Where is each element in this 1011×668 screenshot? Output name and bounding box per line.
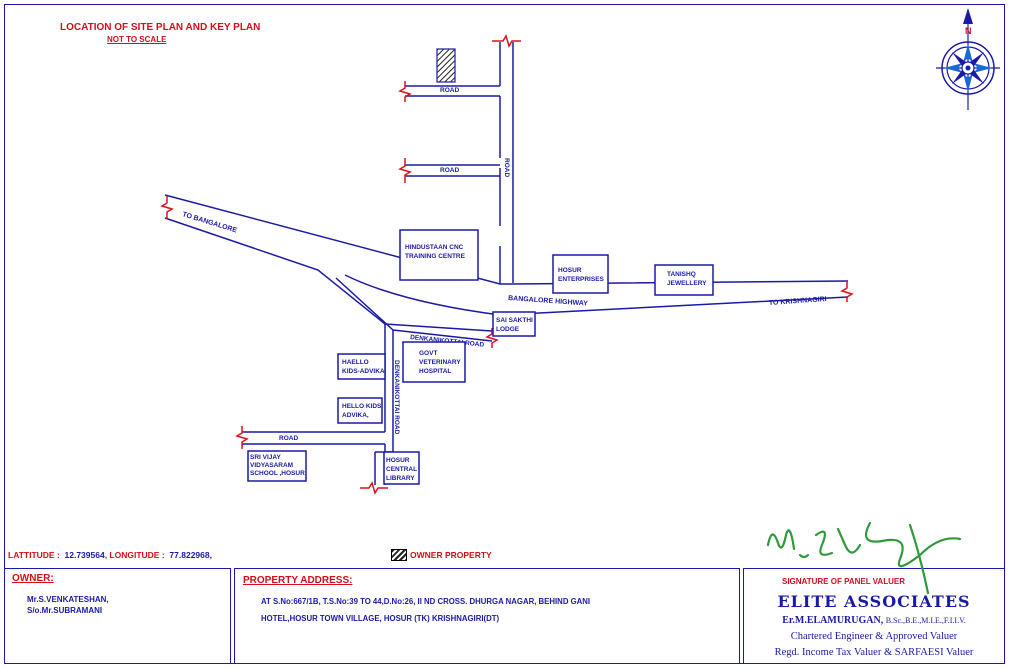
hatch-swatch xyxy=(391,549,407,561)
svg-text:N: N xyxy=(965,26,972,36)
address-line-1: AT S.No:667/1B, T.S.No:39 TO 44,D.No:26,… xyxy=(261,597,591,606)
company-name: ELITE ASSOCIATES xyxy=(777,592,971,611)
break-mark xyxy=(485,328,499,348)
to-krishnagiri-label: TO KRISHNAGIRI xyxy=(769,296,827,307)
owner-panel: OWNER: Mr.S.VENKATESHAN, S/o.Mr.SUBRAMAN… xyxy=(4,568,231,664)
svg-text:HINDUSTAAN CNC: HINDUSTAAN CNC xyxy=(405,244,464,251)
break-mark xyxy=(492,34,521,48)
svg-text:SRI VIJAY: SRI VIJAY xyxy=(250,454,281,461)
valuer-line-2: Regd. Income Tax Valuer & SARFAESI Value… xyxy=(774,647,974,658)
owner-relation: S/o.Mr.SUBRAMANI xyxy=(27,606,103,615)
plan-title: LOCATION OF SITE PLAN AND KEY PLAN xyxy=(60,22,261,33)
legend-label: OWNER PROPERTY xyxy=(410,550,492,560)
north-compass-icon: N xyxy=(936,8,1000,110)
svg-text:HELLO KIDS: HELLO KIDS xyxy=(342,403,382,410)
building-hindustaan-cnc: HINDUSTAAN CNC TRAINING CENTRE xyxy=(399,229,479,281)
building-hosur-central-library: HOSUR CENTRAL LIBRARY xyxy=(383,451,420,485)
building-hosur-enterprises: HOSUR ENTERPRISES xyxy=(552,254,609,294)
bangalore-highway xyxy=(164,194,849,331)
svg-text:KIDS-ADVIKA: KIDS-ADVIKA xyxy=(342,368,385,375)
break-mark xyxy=(398,158,412,183)
svg-text:TANISHQ: TANISHQ xyxy=(667,271,696,278)
break-mark xyxy=(840,281,854,302)
coordinates: LATTITUDE : 12.739564, LONGITUDE : 77.82… xyxy=(8,550,212,560)
svg-text:SCHOOL ,HOSUR: SCHOOL ,HOSUR xyxy=(250,470,305,477)
valuer-panel: SIGNATURE OF PANEL VALUER ELITE ASSOCIAT… xyxy=(743,568,1005,664)
svg-text:VETERINARY: VETERINARY xyxy=(419,359,461,366)
site-plan-map: ROAD ROAD ROAD TO BANGALORE BANGALORE HI… xyxy=(160,8,1000,495)
side-road-middle xyxy=(405,164,500,177)
address-label: PROPERTY ADDRESS: xyxy=(243,575,353,586)
road-label-vertical: ROAD xyxy=(503,158,510,177)
svg-text:LODGE: LODGE xyxy=(496,326,520,333)
owner-property-plot xyxy=(436,48,456,83)
svg-text:JEWELLERY: JEWELLERY xyxy=(667,280,707,287)
owner-property-legend: OWNER PROPERTY xyxy=(391,549,492,561)
svg-text:LIBRARY: LIBRARY xyxy=(386,475,415,482)
denkanikottai-road xyxy=(384,323,493,342)
svg-text:ENTERPRISES: ENTERPRISES xyxy=(558,276,605,283)
svg-text:TRAINING CENTRE: TRAINING CENTRE xyxy=(405,253,466,260)
svg-text:SAI SAKTHI: SAI SAKTHI xyxy=(496,317,533,324)
road-label-upper: ROAD xyxy=(440,87,459,94)
break-mark xyxy=(360,481,388,495)
break-mark xyxy=(398,81,412,102)
valuer-name: Er.M.ELAMURUGAN, B.Sc.,B.E.,M.I.E.,F.I.I… xyxy=(782,615,966,626)
owner-label: OWNER: xyxy=(12,573,54,584)
svg-text:CENTRAL: CENTRAL xyxy=(386,466,417,473)
svg-text:HOSPITAL: HOSPITAL xyxy=(419,368,451,375)
valuer-line-1: Chartered Engineer & Approved Valuer xyxy=(790,631,958,642)
svg-text:ADVIKA,: ADVIKA, xyxy=(342,412,369,419)
building-govt-veterinary-hospital: GOVT VETERINARY HOSPITAL xyxy=(402,341,466,383)
property-address-panel: PROPERTY ADDRESS: AT S.No:667/1B, T.S.No… xyxy=(234,568,740,664)
svg-text:HAELLO: HAELLO xyxy=(342,359,369,366)
building-sai-sakthi-lodge: SAI SAKTHI LODGE xyxy=(492,311,536,337)
plan-subtitle: NOT TO SCALE xyxy=(107,35,167,44)
break-mark xyxy=(235,426,249,449)
building-haello-kids: HAELLO KIDS-ADVIKA xyxy=(337,353,386,380)
svg-text:HOSUR: HOSUR xyxy=(558,267,582,274)
denkanikottai-road-v-label: DENKANIKOTTAI ROAD xyxy=(393,360,400,435)
owner-name: Mr.S.VENKATESHAN, xyxy=(27,595,109,604)
svg-text:HOSUR: HOSUR xyxy=(386,457,410,464)
highway-label: BANGALORE HIGHWAY xyxy=(508,295,588,308)
road-label-lower: ROAD xyxy=(279,435,298,442)
break-mark xyxy=(160,196,174,219)
valuer-signature xyxy=(766,521,962,595)
to-bangalore-label: TO BANGALORE xyxy=(181,211,238,234)
building-tanishq: TANISHQ JEWELLERY xyxy=(654,264,714,296)
svg-text:GOVT: GOVT xyxy=(419,350,437,357)
address-line-2: HOTEL,HOSUR TOWN VILLAGE, HOSUR (TK) KRI… xyxy=(261,614,500,623)
longitude-value: 77.822968, xyxy=(169,550,212,560)
latitude-value: 12.739564 xyxy=(64,550,105,560)
signature-label: SIGNATURE OF PANEL VALUER xyxy=(782,577,905,586)
side-road-upper xyxy=(405,85,500,97)
building-hello-kids: HELLO KIDS ADVIKA, xyxy=(337,397,383,424)
vertical-road xyxy=(499,42,514,284)
side-road-lower xyxy=(242,431,385,445)
svg-text:VIDYASARAM: VIDYASARAM xyxy=(250,462,293,469)
road-label-middle: ROAD xyxy=(440,167,459,174)
building-sri-vijay-school: SRI VIJAY VIDYASARAM SCHOOL ,HOSUR xyxy=(247,450,307,482)
